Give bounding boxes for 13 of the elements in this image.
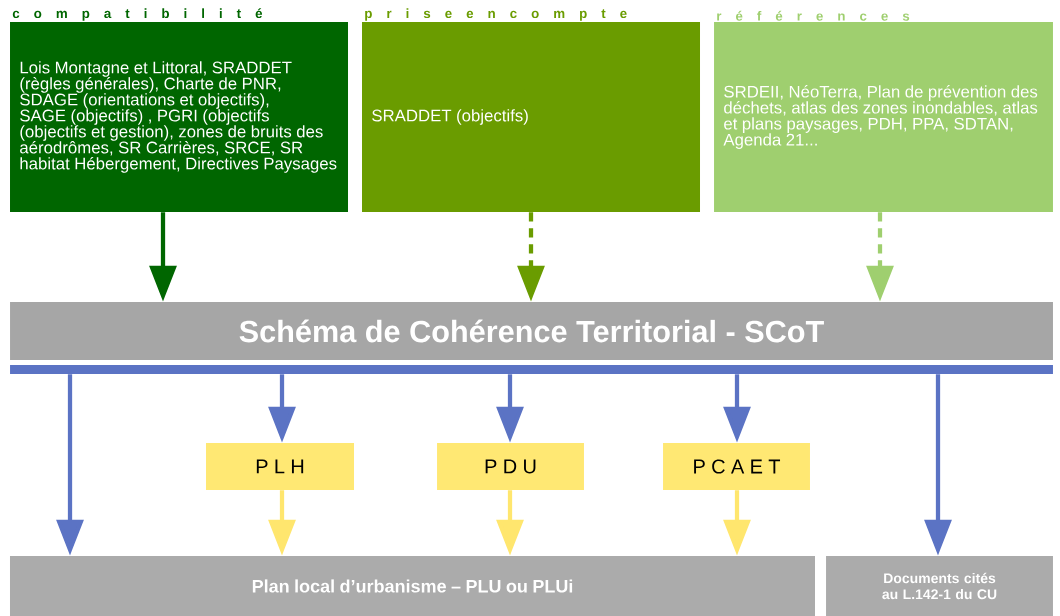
plan-box: P D U (437, 443, 584, 490)
distribution-bar (10, 364, 1053, 375)
plan-box: P L H (206, 443, 354, 490)
document-band: Plan local d’urbanisme – PLU ou PLUi (9, 556, 816, 616)
heading: r é f é r e n c e s (717, 10, 910, 21)
heading: c o m p a t i b i l i t é (12, 8, 263, 21)
heading: p r i s e e n c o m p t e (365, 8, 627, 21)
plan-box: P C A E T (663, 443, 810, 490)
source-box: SRADDET (objectifs) (362, 22, 700, 212)
document-band: Documents cités au L.142-1 du CU (826, 556, 1053, 616)
source-box: Lois Montagne et Littoral, SRADDET (règles générales), Charte de PNR, SDAGE (orientations et objectifs), SAGE (objectifs) , PGRI (objectifs (objectifs et gestion), zones de bruits des aérodrômes, SR Carrières, SRCE, SR habitat Hébergement, Directives Paysages (10, 22, 348, 212)
source-box: SRDEII, NéoTerra, Plan de prévention des déchets, atlas des zones inondables, atlas et plans paysages, PDH, PPA, SDTAN, Agenda 21... (714, 22, 1053, 212)
scheme-band: Schéma de Cohérence Territorial - SCoT (10, 302, 1053, 360)
